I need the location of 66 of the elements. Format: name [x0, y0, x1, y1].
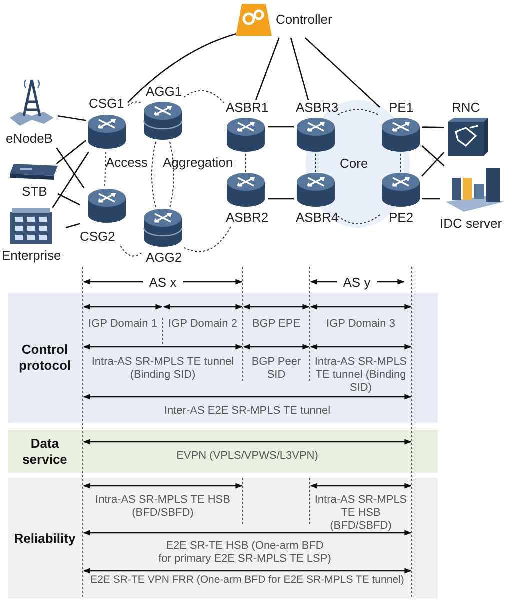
link-line	[268, 198, 294, 200]
node-label: Enterprise	[2, 248, 62, 263]
link-line	[66, 223, 80, 228]
dotted-link	[338, 214, 380, 224]
span-label: Intra-AS SR-MPLS TE tunnel (Binding SID)	[314, 356, 408, 395]
node-label: PE2	[389, 210, 414, 225]
section-heading: Data service	[22, 436, 68, 468]
link-line	[422, 145, 445, 166]
dotted-link	[104, 152, 107, 188]
section-band	[8, 478, 438, 599]
span-label: Intra-AS SR-MPLS TE tunnel (Binding SID)	[90, 356, 236, 382]
dotted-link	[184, 226, 232, 252]
link-line	[58, 193, 80, 206]
link-line	[304, 38, 380, 108]
link-line	[290, 38, 310, 100]
section-band	[8, 430, 438, 473]
link-line	[58, 116, 86, 122]
span-label: BGP Peer SID	[250, 356, 302, 382]
area-label: Aggregation	[163, 156, 234, 169]
link-line	[422, 152, 444, 177]
span-label: BGP EPE	[251, 318, 302, 331]
node-label: IDC server	[440, 216, 502, 231]
node-label: ASBR1	[226, 100, 269, 115]
link-line	[52, 152, 90, 208]
area-label: Access	[106, 156, 148, 169]
span-label: Intra-AS SR-MPLS TE HSB (BFD/SBFD)	[94, 494, 232, 520]
node-label: STB	[22, 184, 48, 199]
dotted-link	[400, 154, 402, 172]
span-label: AS x	[143, 276, 183, 289]
section-heading: Reliability	[13, 530, 77, 546]
link-line	[422, 198, 440, 200]
dotted-link	[184, 90, 224, 104]
span-label: IGP Domain 3	[326, 318, 396, 331]
span-label: Intra-AS SR-MPLS TE HSB (BFD/SBFD)	[314, 494, 408, 533]
dotted-link	[128, 102, 142, 106]
span-label: Inter-AS E2E SR-MPLS TE tunnel	[163, 405, 332, 418]
node-label: eNodeB	[6, 131, 53, 146]
node-label: AGG1	[146, 84, 182, 99]
node-label: AGG2	[146, 250, 182, 265]
dotted-link	[338, 109, 380, 116]
node-label: ASBR3	[296, 100, 339, 115]
span-label: AS y	[337, 276, 377, 289]
dotted-link	[152, 142, 156, 208]
node-label: RNC	[452, 100, 480, 115]
link-line	[422, 126, 444, 128]
section-heading: Control protocol	[18, 342, 72, 374]
area-label: Core	[340, 157, 368, 170]
node-label: ASBR4	[296, 210, 339, 225]
link-line	[56, 140, 86, 164]
link-line	[56, 148, 85, 188]
dotted-link	[120, 246, 142, 257]
span-label: IGP Domain 2	[168, 318, 238, 331]
span-label: E2E SR-TE HSB (One-arm BFD for primary E2E SR-MPLS TE LSP)	[158, 540, 332, 566]
link-line	[268, 126, 294, 128]
link-line	[255, 38, 280, 100]
span-label: IGP Domain 1	[88, 318, 158, 331]
section-band	[8, 293, 438, 423]
node-label: CSG1	[89, 96, 124, 111]
link-line	[128, 34, 236, 104]
span-label: E2E SR-TE VPN FRR (One-arm BFD for E2E SR-MPLS TE tunnel)	[90, 575, 406, 586]
node-label: PE1	[389, 100, 414, 115]
node-label: CSG2	[80, 229, 116, 244]
dotted-link	[170, 142, 174, 208]
node-label: ASBR2	[226, 210, 269, 225]
node-label: Controller	[276, 12, 332, 27]
span-label: EVPN (VPLS/VPWS/L3VPN)	[176, 450, 320, 463]
